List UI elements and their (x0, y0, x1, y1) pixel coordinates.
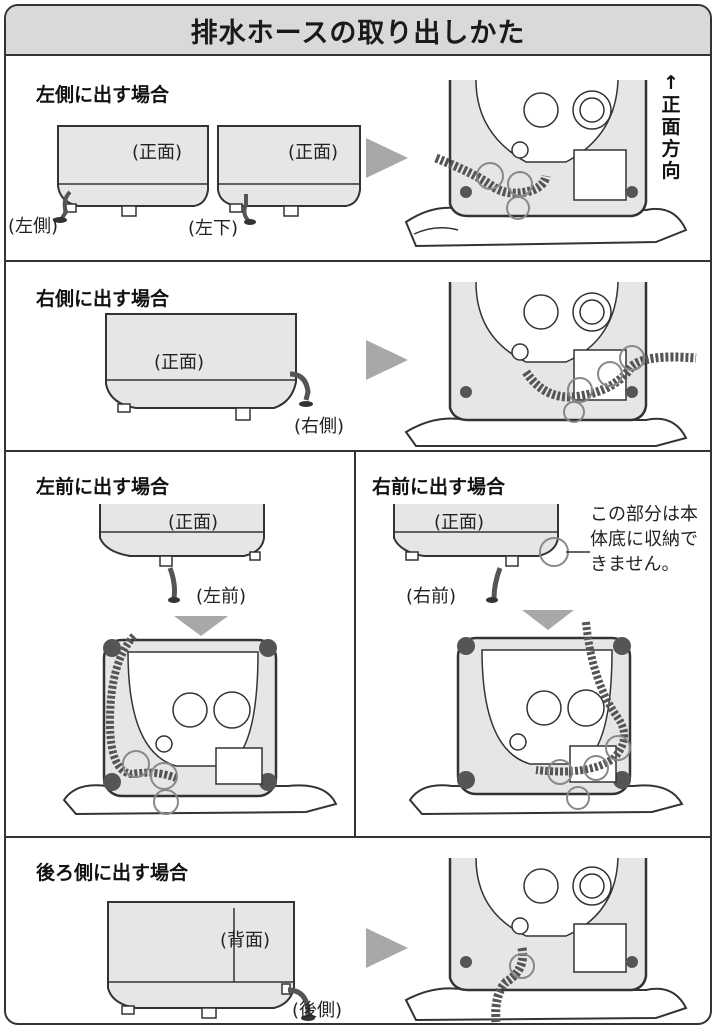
section-heading: 後ろ側に出す場合 (36, 862, 189, 884)
note-line: 体底に収納で (590, 529, 698, 550)
storage-note: この部分は本 体底に収納で きません。 (590, 502, 698, 577)
arrow-right-icon (366, 138, 408, 178)
direction-arrow-icon: ↑ (663, 72, 679, 94)
section-left-side: 左側に出す場合 (6, 54, 710, 262)
washer-bottom-illustration (105, 313, 313, 421)
direction-char: 面 (661, 116, 681, 138)
arrow-right-icon (366, 340, 408, 380)
washer-bottom-illustration (217, 125, 361, 225)
front-illustration (62, 504, 684, 816)
section-front: 左前に出す場合 右前に出す場合 (6, 452, 710, 838)
front-direction-label: ↑ 正 面 方 向 (660, 72, 682, 182)
washer-bottom-illustration (107, 901, 315, 1021)
view-label: (左側) (8, 216, 59, 237)
page-title: 排水ホースの取り出しかた (190, 17, 526, 49)
washer-bottom-illustration (99, 504, 265, 603)
instruction-panel: 排水ホースの取り出しかた 左側に出す場合 (4, 4, 712, 1025)
direction-char: 正 (661, 94, 681, 116)
note-line: きません。 (590, 554, 680, 575)
view-label: (右前) (406, 586, 457, 607)
arrow-right-icon (366, 928, 408, 968)
direction-char: 向 (661, 160, 681, 182)
section-heading: 右前に出す場合 (372, 476, 506, 498)
view-label: (正面) (288, 142, 339, 163)
washer-tilted-illustration (404, 857, 688, 1023)
direction-char: 方 (661, 138, 681, 160)
arrow-down-icon (174, 616, 228, 636)
washer-bottom-illustration (393, 504, 590, 603)
view-label: (正面) (154, 352, 205, 373)
washer-tilted-illustration (404, 281, 697, 447)
arrow-down-icon (522, 610, 574, 630)
right-side-illustration (105, 281, 697, 447)
washer-bottom-illustration (53, 125, 209, 223)
section-right-side: 右側に出す場合 (6, 262, 710, 452)
back-illustration (107, 857, 688, 1023)
view-label: (正面) (132, 142, 183, 163)
section-heading: 左前に出す場合 (36, 476, 170, 498)
column-divider (354, 452, 356, 836)
view-label: (正面) (434, 512, 485, 533)
washer-base-illustration (408, 621, 684, 816)
view-label: (後側) (292, 1000, 343, 1021)
note-line: この部分は本 (590, 504, 698, 525)
washer-base-illustration (62, 633, 338, 816)
view-label: (左前) (196, 586, 247, 607)
section-heading: 右側に出す場合 (36, 288, 170, 310)
left-side-illustration (53, 79, 688, 248)
title-bar: 排水ホースの取り出しかた (6, 6, 710, 56)
view-label: (右側) (294, 416, 345, 437)
view-label: (背面) (220, 930, 271, 951)
view-label: (左下) (188, 218, 239, 239)
section-back: 後ろ側に出す場合 (6, 838, 710, 1023)
view-label: (正面) (168, 512, 219, 533)
washer-tilted-illustration (404, 79, 688, 248)
section-heading: 左側に出す場合 (36, 84, 170, 106)
